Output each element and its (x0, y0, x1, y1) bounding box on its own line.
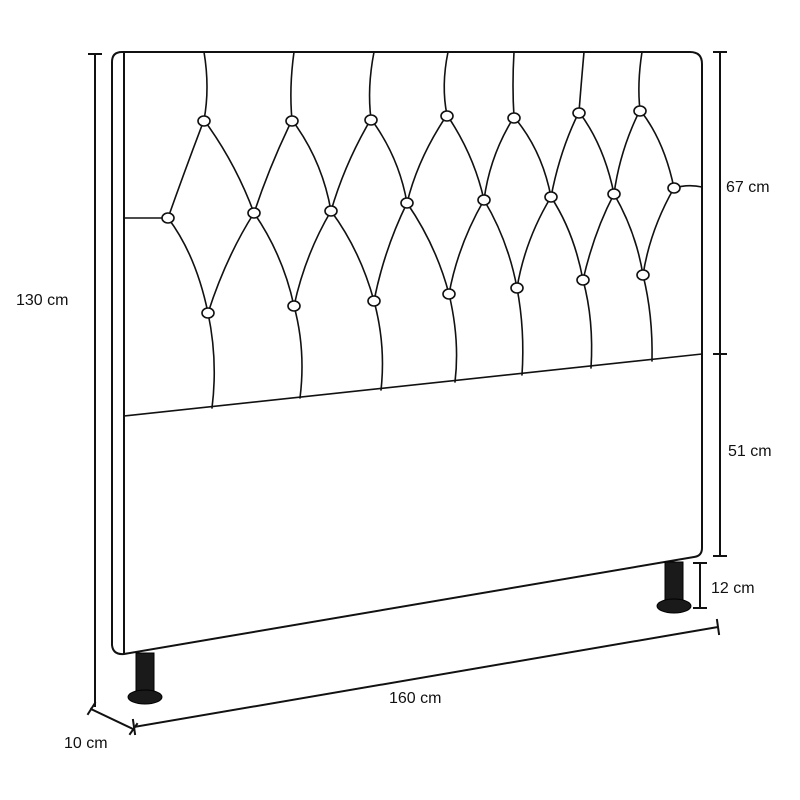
tuft-button (576, 274, 590, 286)
tuft-button (507, 112, 521, 124)
upper-section-dimension-line (713, 51, 727, 355)
dimension-lines (86, 51, 727, 736)
tuft-button (324, 205, 338, 217)
headboard-side-edge (111, 51, 125, 656)
tufting-buttons (161, 105, 681, 319)
tuft-button (201, 307, 215, 319)
width-dimension-line (131, 618, 721, 736)
leg-height-dimension-line (693, 562, 707, 609)
tuft-button (197, 115, 211, 127)
left-leg (127, 652, 163, 705)
section-divider-seam (123, 353, 703, 417)
lower-section-dimension-line (713, 353, 727, 557)
tuft-button (364, 114, 378, 126)
tuft-button (247, 207, 261, 219)
legs (127, 561, 692, 705)
tuft-button (572, 107, 586, 119)
height-total-label: 130 cm (16, 292, 68, 309)
tuft-button (607, 188, 621, 200)
tuft-button (285, 115, 299, 127)
dimension-labels: 130 cm 67 cm 51 cm 12 cm 160 cm 10 cm (16, 179, 772, 752)
headboard-front-panel (123, 51, 703, 655)
tuft-button (477, 194, 491, 206)
tufting-seams (123, 51, 703, 409)
tuft-button (544, 191, 558, 203)
tuft-button (636, 269, 650, 281)
depth-dimension-line (86, 701, 139, 736)
width-label: 160 cm (389, 690, 441, 707)
depth-label: 10 cm (64, 735, 108, 752)
headboard (111, 51, 703, 656)
lower-section-label: 51 cm (728, 443, 772, 460)
tuft-button (633, 105, 647, 117)
tuft-button (287, 300, 301, 312)
height-dimension-line (88, 53, 102, 707)
tuft-button (667, 182, 681, 194)
right-leg (656, 561, 692, 614)
tuft-button (161, 212, 175, 224)
tuft-button (510, 282, 524, 294)
leg-height-label: 12 cm (711, 580, 755, 597)
tuft-button (367, 295, 381, 307)
tuft-button (400, 197, 414, 209)
tuft-button (442, 288, 456, 300)
upper-section-label: 67 cm (726, 179, 770, 196)
tuft-button (440, 110, 454, 122)
